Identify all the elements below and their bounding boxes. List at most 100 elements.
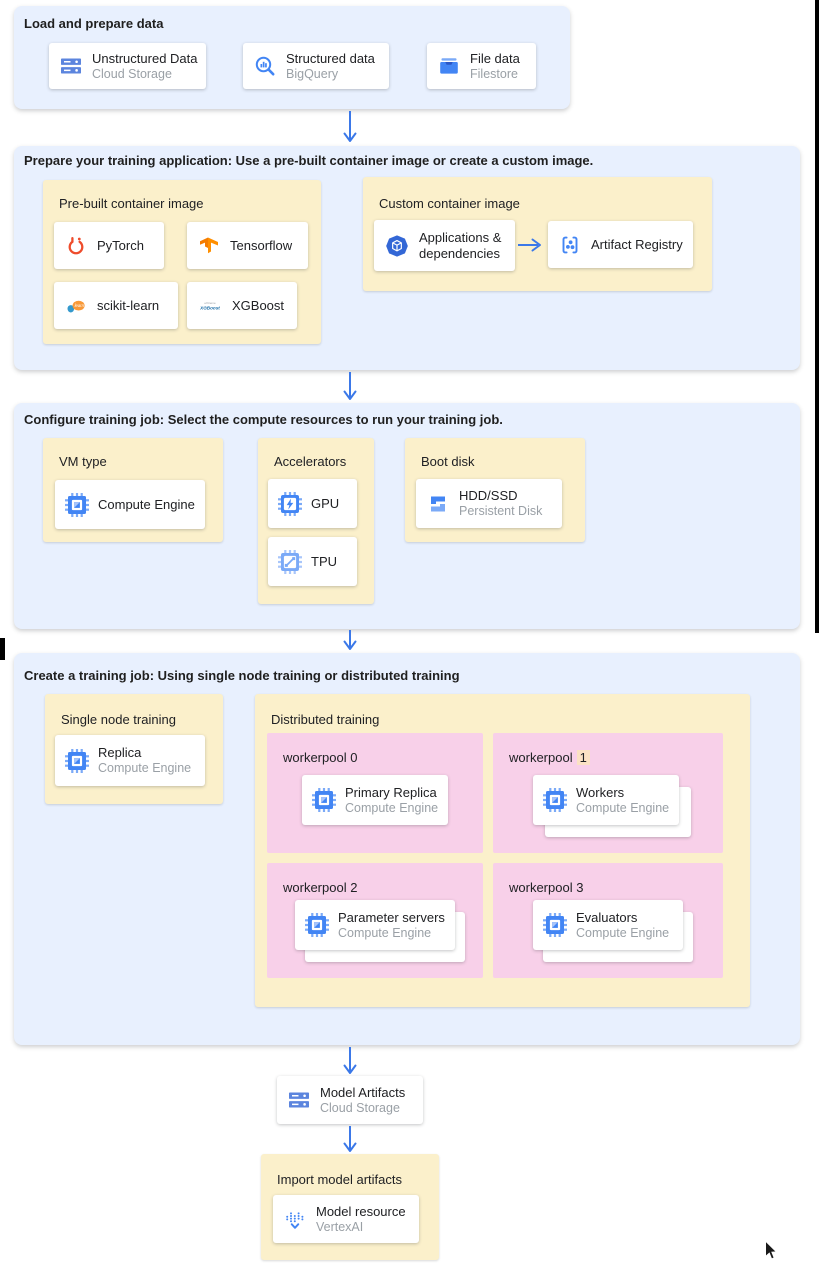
card-tpu: TPU (268, 537, 357, 586)
panel-single-node-label: Single node training (61, 712, 176, 727)
card-title: TPU (311, 553, 337, 569)
panel-distributed-label: Distributed training (271, 712, 380, 727)
card-subtitle: Cloud Storage (92, 66, 172, 81)
cloud-storage-icon (287, 1088, 311, 1112)
workerpool-1-prefix: workerpool (509, 750, 573, 765)
card-compute-engine: Compute Engine (55, 480, 205, 529)
card-artifact-registry: Artifact Registry (548, 221, 693, 268)
persistent-disk-icon (426, 492, 450, 516)
cloud-storage-icon (59, 54, 83, 78)
panel-accelerators-label: Accelerators (274, 454, 347, 469)
tpu-icon (278, 550, 302, 574)
section-load-title: Load and prepare data (24, 16, 164, 31)
section-prepare-application: Prepare your training application: Use a… (14, 146, 800, 370)
card-title: Applications & dependencies (419, 229, 502, 261)
screen-edge-artifact-right (815, 0, 819, 633)
applications-icon (384, 233, 410, 259)
flow-arrow-down-icon (343, 1047, 357, 1074)
card-subtitle: Compute Engine (98, 761, 192, 775)
flow-arrow-down-icon (343, 630, 357, 650)
flow-arrow-down-icon (343, 372, 357, 400)
workerpool-1-number-highlight: 1 (576, 750, 590, 765)
card-subtitle: Filestore (470, 66, 518, 81)
flow-arrow-down-icon (343, 111, 357, 142)
card-hdd-ssd: HDD/SSD Persistent Disk (416, 479, 562, 528)
card-structured-data: Structured data BigQuery (243, 43, 389, 89)
card-title: scikit-learn (97, 297, 160, 313)
mouse-cursor (765, 1240, 778, 1260)
card-tensorflow: Tensorflow (187, 222, 308, 269)
card-subtitle: Compute Engine (338, 925, 432, 940)
card-file-data: File data Filestore (427, 43, 536, 89)
panel-custom-label: Custom container image (379, 196, 520, 211)
compute-engine-icon (65, 493, 89, 517)
card-title: Tensorflow (230, 237, 293, 253)
section-prepare-title: Prepare your training application: Use a… (24, 153, 594, 168)
workerpool-2-label: workerpool 2 (283, 880, 358, 895)
compute-engine-icon (305, 913, 329, 937)
card-subtitle: Persistent Disk (459, 504, 543, 518)
pytorch-icon (64, 234, 88, 258)
card-subtitle: BigQuery (286, 66, 339, 81)
card-subtitle: Compute Engine (576, 925, 670, 940)
card-model-artifacts: Model Artifacts Cloud Storage (277, 1076, 423, 1124)
card-scikit-learn: scikit-learn (54, 282, 178, 329)
card-primary-replica: Primary Replica Compute Engine (302, 775, 448, 825)
section-create-title: Create a training job: Using single node… (24, 668, 460, 683)
card-gpu: GPU (268, 479, 357, 528)
card-replica: Replica Compute Engine (55, 735, 205, 786)
card-title: Evaluators (576, 909, 638, 925)
xgboost-icon (197, 294, 223, 318)
card-title: Model Artifacts (320, 1084, 406, 1100)
card-title: HDD/SSD (459, 488, 518, 503)
panel-boot-label: Boot disk (421, 454, 475, 469)
card-title: Artifact Registry (591, 236, 683, 252)
card-title: Parameter servers (338, 909, 445, 925)
card-pytorch: PyTorch (54, 222, 164, 269)
card-title: GPU (311, 495, 340, 511)
card-evaluators: Evaluators Compute Engine (533, 900, 683, 950)
compute-engine-icon (543, 788, 567, 812)
card-title: Replica (98, 745, 142, 760)
card-model-resource: Model resource VertexAI (273, 1195, 419, 1243)
section-configure-job: Configure training job: Select the compu… (14, 403, 800, 629)
card-title: PyTorch (97, 237, 144, 253)
section-configure-title: Configure training job: Select the compu… (24, 412, 503, 427)
screen-edge-artifact-left (0, 638, 5, 660)
workerpool-0-label: workerpool 0 (283, 750, 358, 765)
section-load-data: Load and prepare data Unstructured Data … (14, 6, 570, 109)
compute-engine-icon (312, 788, 336, 812)
workerpool-3-label: workerpool 3 (509, 880, 584, 895)
card-xgboost: XGBoost (187, 282, 297, 329)
card-subtitle: Compute Engine (345, 800, 439, 815)
card-title: File data (470, 50, 520, 66)
panel-vm-label: VM type (59, 454, 107, 469)
card-subtitle: Cloud Storage (320, 1100, 400, 1115)
flow-arrow-down-icon (343, 1126, 357, 1152)
card-applications-dependencies: Applications & dependencies (374, 220, 515, 271)
card-unstructured-data: Unstructured Data Cloud Storage (49, 43, 206, 89)
card-subtitle: VertexAI (316, 1219, 364, 1234)
card-title: XGBoost (232, 297, 285, 313)
flow-arrow-right-icon (518, 238, 541, 252)
card-title: Workers (576, 784, 625, 800)
card-title: Primary Replica (345, 784, 437, 800)
panel-import-label: Import model artifacts (277, 1172, 402, 1187)
card-title: Structured data (286, 50, 375, 66)
card-title: Compute Engine (98, 496, 195, 512)
vertex-ai-icon (283, 1207, 307, 1231)
panel-prebuilt-label: Pre-built container image (59, 196, 204, 211)
compute-engine-icon (65, 749, 89, 773)
scikit-learn-icon (64, 294, 88, 318)
card-workers: Workers Compute Engine (533, 775, 679, 825)
artifact-registry-icon (558, 233, 582, 257)
filestore-icon (437, 54, 461, 78)
section-create-job: Create a training job: Using single node… (14, 653, 800, 1045)
card-parameter-servers: Parameter servers Compute Engine (295, 900, 455, 950)
card-title: Model resource (316, 1203, 406, 1219)
tensorflow-icon (197, 234, 221, 258)
gpu-icon (278, 492, 302, 516)
compute-engine-icon (543, 913, 567, 937)
